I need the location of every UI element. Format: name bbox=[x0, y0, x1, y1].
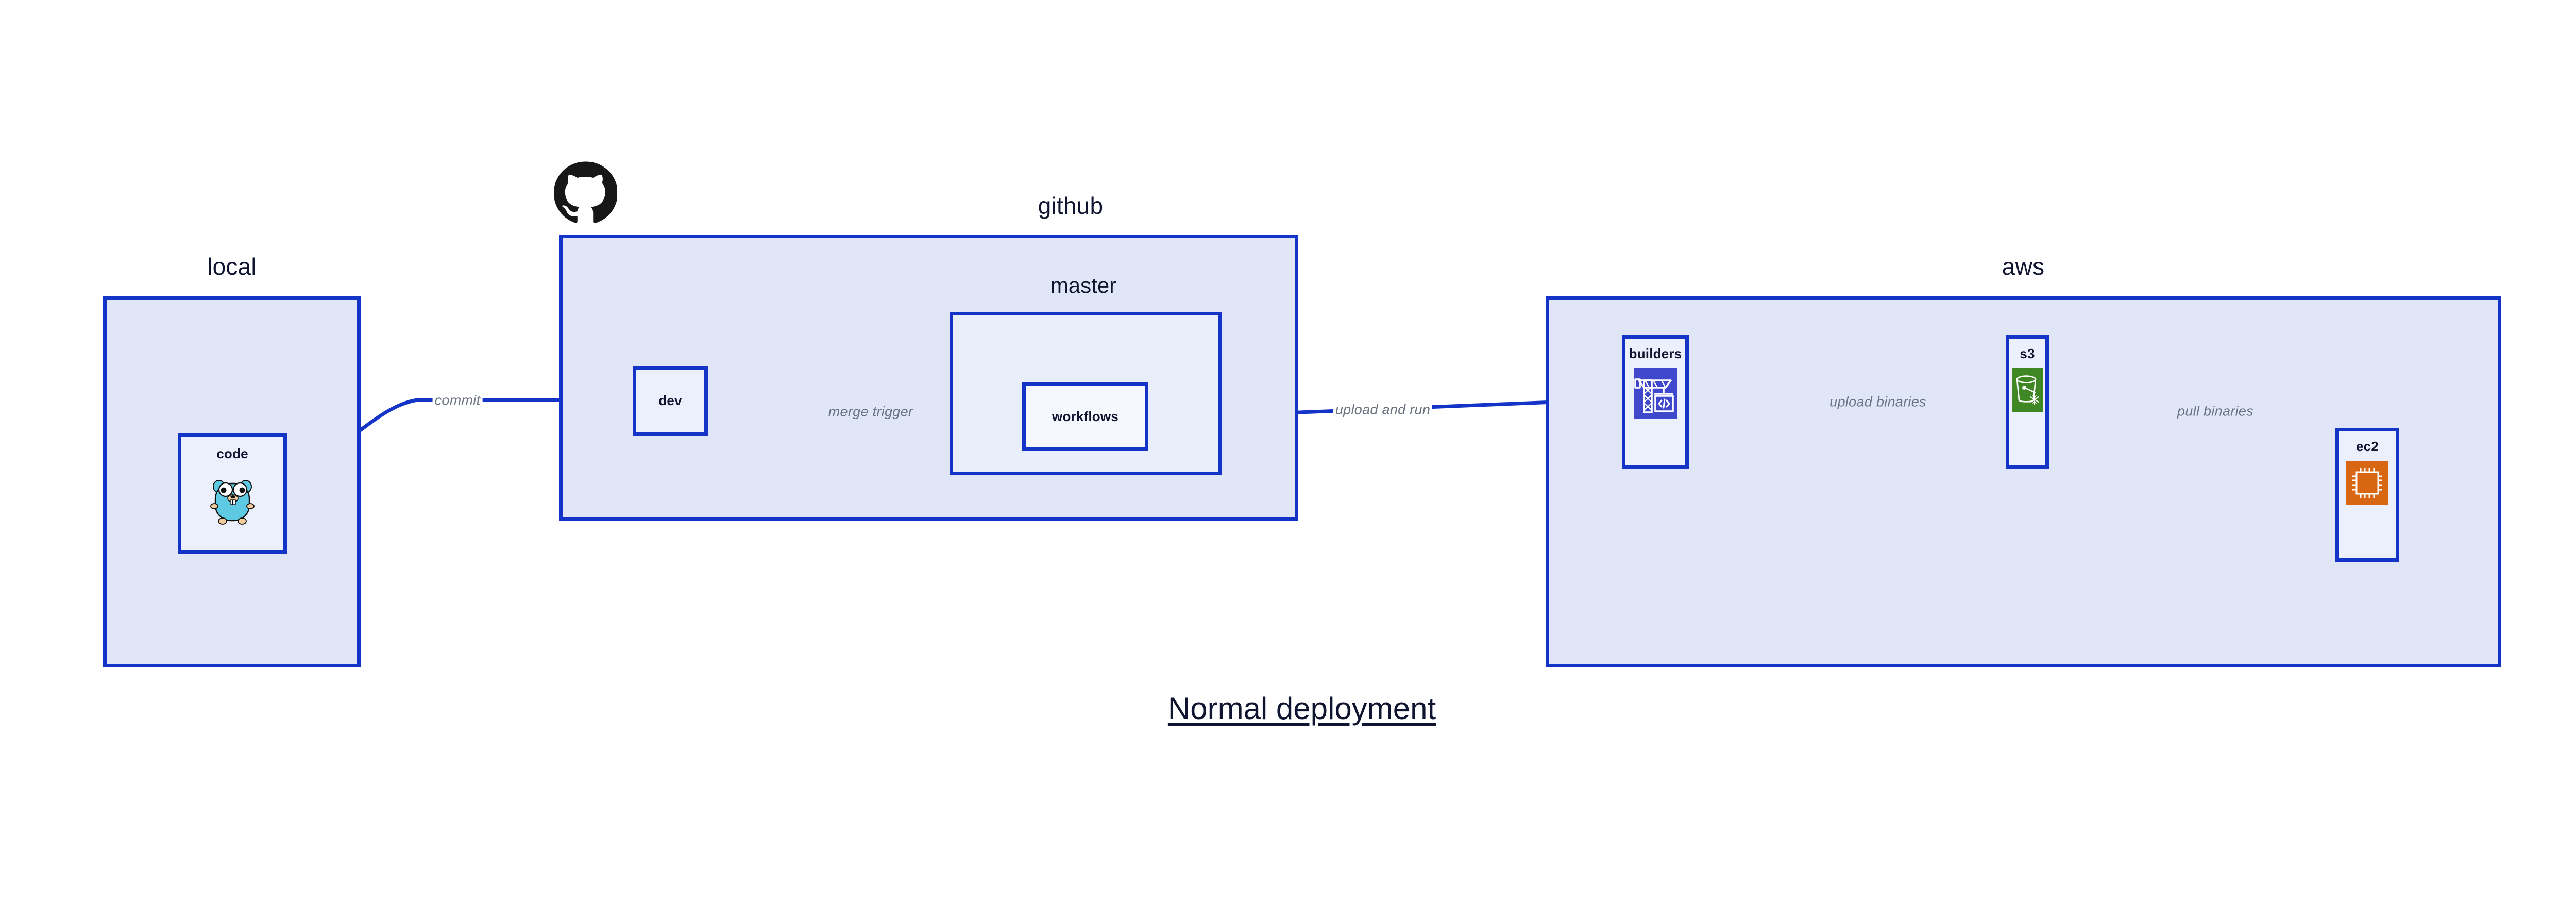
group-label-local: local bbox=[207, 253, 257, 280]
node-label-ec2: ec2 bbox=[2356, 439, 2379, 454]
group-label-master: master bbox=[1050, 273, 1117, 297]
edge-label-upload-binaries: upload binaries bbox=[1827, 394, 1928, 410]
group-label-github: github bbox=[1038, 192, 1104, 219]
group-label-aws: aws bbox=[2002, 253, 2045, 280]
node-workflows[interactable]: workflows bbox=[1022, 382, 1148, 451]
aws-s3-bucket-icon bbox=[2012, 368, 2043, 412]
edge-label-pull-binaries: pull binaries bbox=[2175, 403, 2256, 420]
edge-label-commit: commit bbox=[432, 392, 483, 409]
github-octocat-logo bbox=[554, 161, 617, 224]
node-code[interactable]: code bbox=[178, 433, 287, 554]
node-s3[interactable]: s3 bbox=[2006, 335, 2049, 469]
node-label-code: code bbox=[216, 446, 248, 461]
go-gopher-icon bbox=[207, 470, 258, 526]
edge-label-upload-and-run: upload and run bbox=[1333, 402, 1433, 418]
node-label-builders: builders bbox=[1629, 346, 1682, 361]
edge-label-merge-trigger: merge trigger bbox=[826, 404, 916, 420]
node-label-dev: dev bbox=[658, 393, 682, 408]
aws-builders-crane-icon bbox=[1634, 368, 1677, 419]
node-ec2[interactable]: ec2 bbox=[2335, 428, 2399, 562]
aws-ec2-chip-icon bbox=[2346, 461, 2388, 505]
diagram-title: Normal deployment bbox=[1167, 691, 1436, 726]
node-dev[interactable]: dev bbox=[633, 366, 708, 436]
node-builders[interactable]: builders bbox=[1622, 335, 1689, 469]
node-label-workflows: workflows bbox=[1052, 409, 1118, 424]
node-label-s3: s3 bbox=[2020, 346, 2035, 361]
